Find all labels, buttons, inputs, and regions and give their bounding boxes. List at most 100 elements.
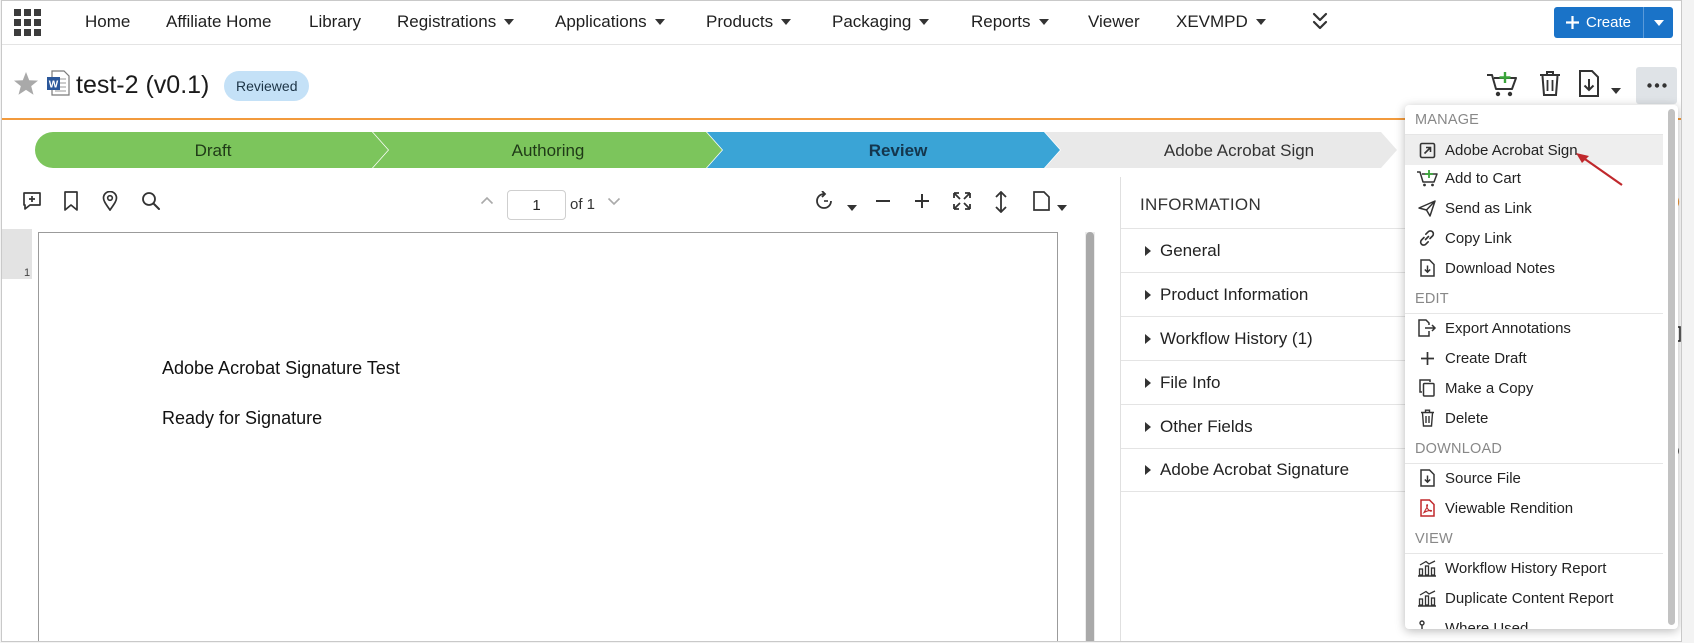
info-section-file-info[interactable]: File Info	[1121, 360, 1641, 404]
menu-item-label: Viewable Rendition	[1445, 499, 1574, 517]
trash-icon	[1416, 409, 1438, 427]
info-section-product-information[interactable]: Product Information	[1121, 272, 1641, 316]
workflow-stage-review-shape	[707, 132, 1060, 168]
next-page-chevron-icon[interactable]	[607, 197, 621, 206]
nav-registrations[interactable]: Registrations	[397, 12, 515, 32]
nav-products[interactable]: Products	[706, 12, 792, 32]
bookmark-icon[interactable]	[63, 191, 79, 211]
menu-divider	[1405, 134, 1663, 135]
info-section-other-fields[interactable]: Other Fields	[1121, 404, 1641, 448]
menu-item-duplicate-content-report[interactable]: Duplicate Content Report	[1405, 583, 1663, 613]
zoom-out-icon[interactable]	[874, 191, 892, 211]
info-section-workflow-history[interactable]: Workflow History (1)	[1121, 316, 1641, 360]
copy-icon	[1416, 379, 1438, 397]
menu-item-send-as-link[interactable]: Send as Link	[1405, 193, 1663, 223]
nav-products-label: Products	[706, 12, 774, 31]
zoom-in-icon[interactable]	[913, 191, 931, 211]
download-dropdown-chevron-icon[interactable]	[1611, 81, 1621, 99]
menu-item-label: Add to Cart	[1445, 169, 1521, 187]
page-number-input[interactable]	[507, 190, 566, 220]
caret-right-icon	[1145, 465, 1151, 475]
more-actions-button[interactable]	[1636, 67, 1677, 104]
workflow-stage-draft: Draft	[195, 141, 232, 160]
chevron-down-icon	[781, 19, 792, 25]
fit-height-icon[interactable]	[994, 191, 1008, 213]
caret-right-icon	[1145, 421, 1151, 432]
workflow-stage-adobe-sign-shape	[1045, 132, 1397, 168]
info-section-general[interactable]: General	[1121, 228, 1641, 272]
paper-plane-icon	[1416, 199, 1438, 217]
menu-item-make-a-copy[interactable]: Make a Copy	[1405, 373, 1663, 403]
page-view-dropdown-chevron-icon[interactable]	[1057, 198, 1067, 216]
menu-item-copy-link[interactable]: Copy Link	[1405, 223, 1663, 253]
chevron-down-icon	[919, 19, 930, 25]
nav-packaging[interactable]: Packaging	[832, 12, 930, 32]
menu-item-viewable-rendition[interactable]: Viewable Rendition	[1405, 493, 1663, 523]
workflow-stage-review: Review	[869, 141, 928, 160]
create-button[interactable]: Create	[1554, 7, 1643, 38]
viewer-scrollbar[interactable]	[1085, 232, 1095, 641]
trash-icon[interactable]	[1539, 70, 1561, 97]
more-actions-menu: MANAGE Adobe Acrobat Sign Add to Cart Se…	[1405, 105, 1678, 629]
create-dropdown-toggle[interactable]	[1643, 7, 1673, 38]
chevron-down-icon	[1653, 19, 1664, 26]
menu-divider	[1405, 463, 1663, 464]
menu-item-delete[interactable]: Delete	[1405, 403, 1663, 433]
favorite-star-icon[interactable]	[13, 71, 39, 96]
location-pin-icon[interactable]	[102, 191, 118, 211]
page-view-icon[interactable]	[1033, 191, 1050, 211]
menu-item-label: Send as Link	[1445, 199, 1532, 217]
nav-home[interactable]: Home	[85, 12, 130, 32]
menu-item-where-used[interactable]: Where Used	[1405, 613, 1663, 629]
info-section-label: General	[1160, 240, 1221, 260]
app-launcher-icon[interactable]	[14, 9, 41, 36]
menu-item-label: Where Used	[1445, 619, 1529, 630]
svg-text:W: W	[49, 80, 59, 91]
chevron-down-icon	[1038, 19, 1049, 25]
info-section-adobe-acrobat-signature[interactable]: Adobe Acrobat Signature	[1121, 448, 1641, 492]
previous-page-chevron-icon[interactable]	[480, 196, 494, 205]
rotate-icon[interactable]	[814, 191, 834, 211]
menu-item-label: Create Draft	[1445, 349, 1527, 367]
menu-item-download-notes[interactable]: Download Notes	[1405, 253, 1663, 283]
more-nav-double-chevron-icon[interactable]	[1312, 12, 1328, 32]
info-section-label: Product Information	[1160, 284, 1309, 304]
nav-applications[interactable]: Applications	[555, 12, 665, 32]
nav-library[interactable]: Library	[309, 12, 361, 32]
document-header: W test-2 (v0.1) Reviewed	[2, 45, 1681, 120]
workflow-stage-authoring: Authoring	[512, 141, 585, 160]
create-button-group: Create	[1554, 7, 1673, 38]
rotate-dropdown-chevron-icon[interactable]	[847, 198, 857, 216]
menu-scrollbar[interactable]	[1668, 109, 1675, 625]
download-file-icon[interactable]	[1578, 70, 1600, 97]
document-text-line: Ready for Signature	[162, 408, 323, 428]
menu-item-export-annotations[interactable]: Export Annotations	[1405, 313, 1663, 343]
menu-item-source-file[interactable]: Source File	[1405, 463, 1663, 493]
download-file-icon	[1416, 469, 1438, 487]
viewer-scrollbar-thumb[interactable]	[1086, 232, 1094, 641]
menu-item-label: Duplicate Content Report	[1445, 589, 1614, 607]
report-chart-icon	[1416, 559, 1438, 577]
nav-reports[interactable]: Reports	[971, 12, 1049, 32]
thumbnail-page-number: 1	[24, 267, 31, 279]
nav-viewer-label: Viewer	[1088, 12, 1140, 31]
search-icon[interactable]	[141, 191, 161, 211]
nav-xevmpd[interactable]: XEVMPD	[1176, 12, 1266, 32]
add-annotation-icon[interactable]	[22, 191, 42, 211]
menu-item-label: Workflow History Report	[1445, 559, 1607, 577]
nav-viewer[interactable]: Viewer	[1088, 12, 1140, 32]
workflow-stage-adobe-sign: Adobe Acrobat Sign	[1164, 141, 1314, 160]
nav-reports-label: Reports	[971, 12, 1031, 31]
hierarchy-icon	[1416, 619, 1438, 629]
menu-item-create-draft[interactable]: Create Draft	[1405, 343, 1663, 373]
fit-page-icon[interactable]	[952, 191, 972, 211]
menu-divider	[1405, 313, 1663, 314]
add-to-cart-icon[interactable]	[1486, 70, 1518, 98]
nav-packaging-label: Packaging	[832, 12, 912, 31]
menu-item-add-to-cart[interactable]: Add to Cart	[1405, 163, 1663, 193]
thumbnail-strip[interactable]	[2, 229, 32, 279]
menu-item-workflow-history-report[interactable]: Workflow History Report	[1405, 553, 1663, 583]
nav-library-label: Library	[309, 12, 361, 31]
menu-item-adobe-acrobat-sign[interactable]: Adobe Acrobat Sign	[1405, 135, 1663, 165]
nav-affiliate-home[interactable]: Affiliate Home	[166, 12, 272, 32]
